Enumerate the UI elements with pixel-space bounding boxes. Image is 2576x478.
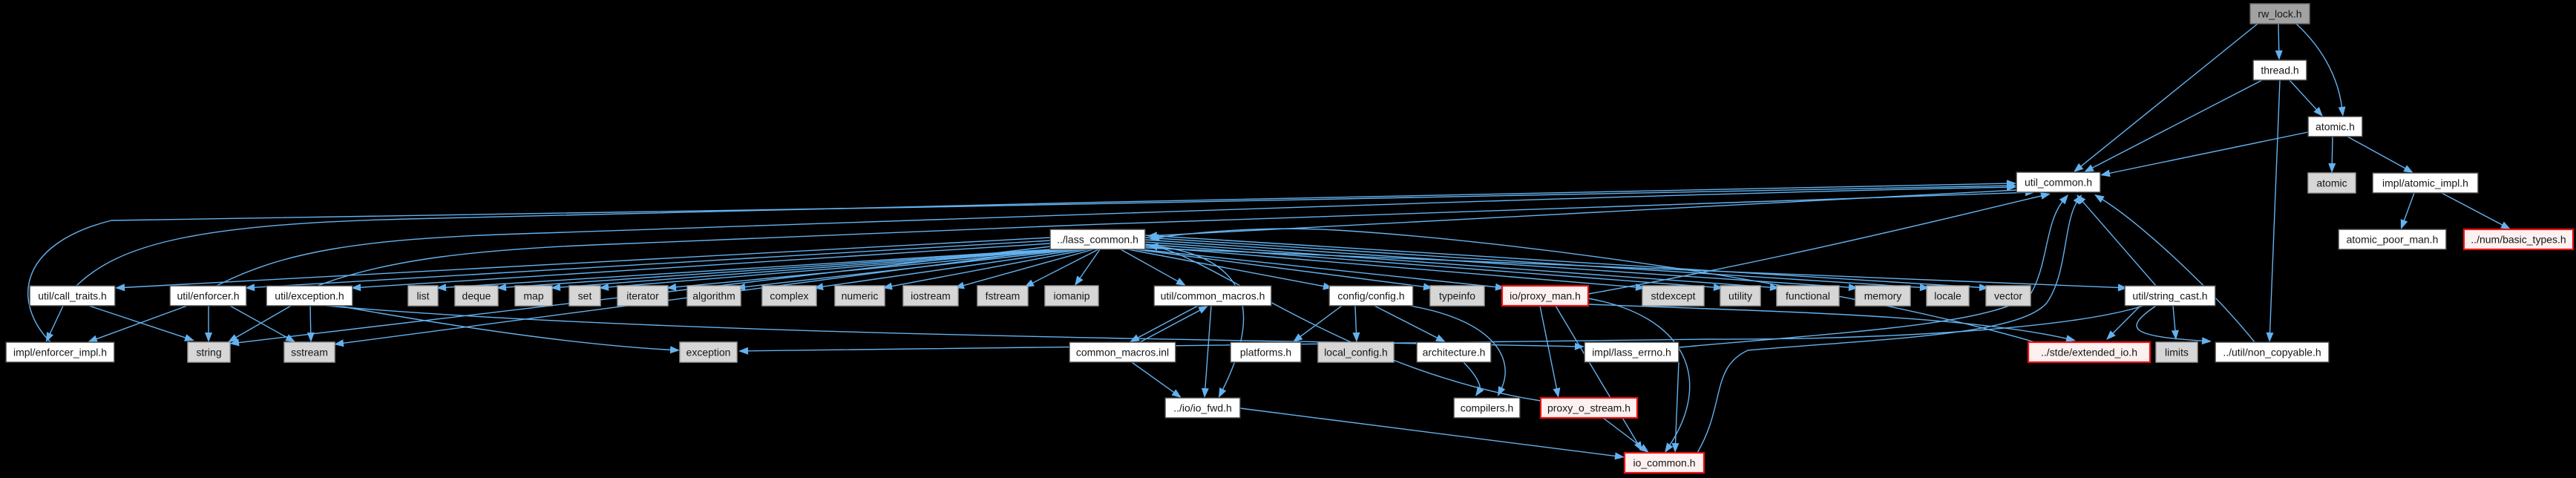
svg-text:string: string <box>196 346 221 358</box>
svg-text:utility: utility <box>1728 289 1752 301</box>
svg-text:numeric: numeric <box>842 289 879 301</box>
svg-text:list: list <box>416 289 429 301</box>
svg-text:stdexcept: stdexcept <box>1651 289 1696 301</box>
svg-text:util/string_cast.h: util/string_cast.h <box>2132 289 2207 301</box>
svg-text:impl/enforcer_impl.h: impl/enforcer_impl.h <box>13 346 107 358</box>
svg-text:local_config.h: local_config.h <box>1324 346 1388 358</box>
svg-text:set: set <box>578 289 592 301</box>
svg-text:io_common.h: io_common.h <box>1633 456 1695 468</box>
svg-text:io/proxy_man.h: io/proxy_man.h <box>1510 289 1581 301</box>
svg-text:sstream: sstream <box>291 346 328 358</box>
svg-text:util/exception.h: util/exception.h <box>275 289 344 301</box>
svg-text:thread.h: thread.h <box>2261 64 2298 76</box>
svg-text:../num/basic_types.h: ../num/basic_types.h <box>2471 233 2566 245</box>
svg-text:memory: memory <box>1864 289 1902 301</box>
svg-text:algorithm: algorithm <box>692 289 735 301</box>
svg-text:atomic_poor_man.h: atomic_poor_man.h <box>2347 233 2439 245</box>
svg-text:iomanip: iomanip <box>1053 289 1089 301</box>
svg-text:functional: functional <box>1786 289 1830 301</box>
svg-text:limits: limits <box>2165 346 2189 358</box>
svg-text:typeinfo: typeinfo <box>1439 289 1475 301</box>
svg-text:../lass_common.h: ../lass_common.h <box>1057 233 1138 245</box>
svg-text:iostream: iostream <box>911 289 951 301</box>
svg-text:rw_lock.h: rw_lock.h <box>2258 7 2301 19</box>
svg-text:architecture.h: architecture.h <box>1423 346 1486 358</box>
svg-text:../stde/extended_io.h: ../stde/extended_io.h <box>2041 346 2137 358</box>
svg-text:iterator: iterator <box>626 289 659 301</box>
svg-text:config/config.h: config/config.h <box>1337 289 1404 301</box>
svg-text:atomic.h: atomic.h <box>2316 120 2355 132</box>
svg-text:common_macros.inl: common_macros.inl <box>1076 346 1169 358</box>
svg-text:../util/non_copyable.h: ../util/non_copyable.h <box>2223 346 2321 358</box>
svg-text:../io/io_fwd.h: ../io/io_fwd.h <box>1173 402 1232 413</box>
svg-text:util/call_traits.h: util/call_traits.h <box>38 289 107 301</box>
svg-text:deque: deque <box>462 289 491 301</box>
svg-text:fstream: fstream <box>986 289 1020 301</box>
svg-text:map: map <box>523 289 543 301</box>
svg-text:util_common.h: util_common.h <box>2025 176 2092 188</box>
svg-text:exception: exception <box>686 346 731 358</box>
svg-text:compilers.h: compilers.h <box>1461 402 1514 413</box>
svg-text:impl/lass_errno.h: impl/lass_errno.h <box>1592 346 1671 358</box>
svg-text:proxy_o_stream.h: proxy_o_stream.h <box>1547 402 1631 413</box>
svg-text:complex: complex <box>770 289 808 301</box>
svg-text:atomic: atomic <box>2316 177 2347 189</box>
svg-text:platforms.h: platforms.h <box>1240 346 1291 358</box>
svg-text:util/common_macros.h: util/common_macros.h <box>1161 289 1265 301</box>
svg-text:util/enforcer.h: util/enforcer.h <box>177 289 239 301</box>
svg-text:impl/atomic_impl.h: impl/atomic_impl.h <box>2382 177 2468 189</box>
svg-text:locale: locale <box>1934 289 1962 301</box>
svg-text:vector: vector <box>1994 289 2022 301</box>
